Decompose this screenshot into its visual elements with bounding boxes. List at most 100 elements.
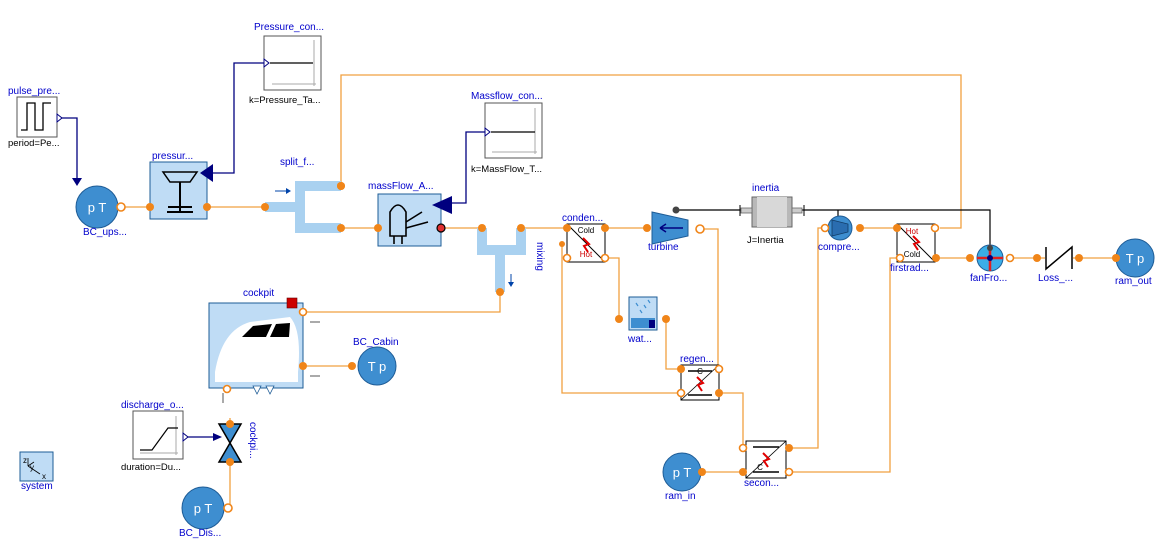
massflow-constant-output-port[interactable] [484,126,491,138]
fan-shaft-port[interactable] [987,245,993,251]
pressure-controller-inlet[interactable] [146,203,154,211]
first-radiator-hot-inlet[interactable] [893,224,901,232]
mixing-outlet[interactable] [496,288,504,296]
first-radiator-hot-outlet[interactable] [930,223,940,233]
turbine-outlet[interactable] [695,224,705,234]
ram-in-port[interactable] [698,468,706,476]
regenerator-outlet-d[interactable] [715,389,723,397]
system-box[interactable] [19,451,54,482]
pulse-output-port[interactable] [56,112,63,124]
cockpit-valve-outlet[interactable] [226,458,234,466]
first-radiator-label: firstrad... [890,263,929,274]
massflow-constant[interactable]: Massflow_con... k=MassFlow_T... [471,91,543,175]
split-outlet-b[interactable] [337,224,345,232]
condenser-hot-inlet[interactable] [562,253,572,263]
regenerator[interactable]: C regen... [676,354,724,401]
split-label: split_f... [280,157,314,168]
mixing-label: mixing [534,242,545,271]
cockpit-valve[interactable]: cockpi... [213,420,258,466]
regenerator-heat-icon [696,376,705,392]
water-outlet[interactable] [662,315,670,323]
first-radiator-cold-outlet[interactable] [932,254,940,262]
regenerator-port-c[interactable] [676,388,686,398]
water-separator[interactable]: wat... [615,296,670,345]
system-block[interactable]: z y x system [19,451,54,492]
bc-discharge[interactable]: p T BC_Dis... [179,486,233,539]
turbine-inlet[interactable] [643,224,651,232]
pressure-loss[interactable]: Loss_... [1033,245,1083,284]
fan-inlet[interactable] [966,254,974,262]
compressor-icon [831,219,849,237]
regenerator-port-b[interactable] [714,364,724,374]
ram-in[interactable]: p T ram_in [662,452,706,502]
ram-out[interactable]: T p ram_out [1112,238,1155,287]
inertia-flanges [739,205,805,216]
condenser-cold-inlet[interactable] [563,224,571,232]
secondary-hx-port-b[interactable] [785,444,793,452]
condenser-cold-outlet[interactable] [601,224,609,232]
massflow-controller[interactable]: massFlow_A... [368,181,452,247]
bc-cabin-circle[interactable] [357,346,397,386]
pulse-source[interactable]: pulse_pre... period=Pe... [8,86,63,149]
turbine-shaft-port[interactable] [672,206,680,214]
cockpit-valve-input-port[interactable] [213,433,222,441]
mixing[interactable]: mixing [477,224,545,296]
inertia[interactable]: inertia J=Inertia [739,183,805,246]
secondary-hx-port-a[interactable] [738,443,748,453]
cockpit-valve-inlet[interactable] [226,420,234,428]
pressure-controller-box[interactable] [149,161,208,220]
mixing-inlet-a[interactable] [478,224,486,232]
mixing-inlet-b[interactable] [517,224,525,232]
split-flow[interactable]: split_f... [261,157,345,233]
fan-outlet[interactable] [1005,253,1015,263]
discharge-ramp-output-port[interactable] [182,431,189,443]
cockpit-valve-icon[interactable] [217,423,243,463]
water-inlet[interactable] [615,315,623,323]
compressor[interactable]: compre... [818,215,864,253]
pressure-constant-param: k=Pressure_Ta... [249,95,321,106]
turbine[interactable]: turbine [643,206,705,254]
compressor-outlet[interactable] [856,224,864,232]
bc-cabin[interactable]: T p BC_Cabin [348,337,399,386]
pressure-controller[interactable]: pressur... [146,151,213,220]
massflow-controller-input-port[interactable] [432,196,452,214]
loss-outlet[interactable] [1075,254,1083,262]
condenser[interactable]: Cold Hot conden... [562,213,610,263]
massflow-controller-outlet[interactable] [436,223,446,233]
signal-pressure-const-to-ctrl [213,62,264,174]
regenerator-inlet-a[interactable] [677,365,685,373]
fan[interactable]: fanFro... [966,244,1015,284]
ram-out-port[interactable] [1112,254,1120,262]
cockpit-heat-port[interactable] [286,297,298,309]
bc-discharge-port[interactable] [223,503,233,513]
split-inlet[interactable] [261,203,269,211]
massflow-constant-box[interactable] [484,102,543,159]
cockpit-inlet[interactable] [298,307,308,317]
secondary-hx-port-d[interactable] [784,467,794,477]
bc-upstream-port[interactable] [116,202,126,212]
pressure-constant-output-port[interactable] [263,57,270,69]
bc-upstream[interactable]: p T BC_ups... [75,185,127,238]
secondary-hx[interactable]: C secon... [738,440,794,489]
cockpit-window-icon [242,323,290,337]
secondary-hx-port-c[interactable] [739,468,747,476]
pressure-controller-input-port[interactable] [200,164,213,182]
pressure-controller-outlet[interactable] [203,203,211,211]
discharge-ramp-box[interactable] [132,410,184,460]
cockpit[interactable]: cockpit [208,288,320,403]
cockpit-leak-port[interactable] [222,384,232,394]
first-radiator-cold-inlet[interactable] [895,253,905,263]
pressure-constant-label: Pressure_con... [254,22,324,33]
loss-inlet[interactable] [1033,254,1041,262]
condenser-hot-outlet[interactable] [600,253,610,263]
fan-hub-icon [987,255,993,261]
discharge-ramp[interactable]: discharge_o... duration=Du... [121,400,189,473]
secondary-hx-flow-icon [753,446,779,473]
massflow-controller-inlet[interactable] [374,224,382,232]
pressure-constant[interactable]: Pressure_con... k=Pressure_Ta... [249,22,324,106]
cockpit-outlet[interactable] [299,362,307,370]
first-radiator[interactable]: Hot Cold firstrad... [890,223,940,274]
bc-cabin-port[interactable] [348,362,356,370]
compressor-inlet[interactable] [820,223,830,233]
